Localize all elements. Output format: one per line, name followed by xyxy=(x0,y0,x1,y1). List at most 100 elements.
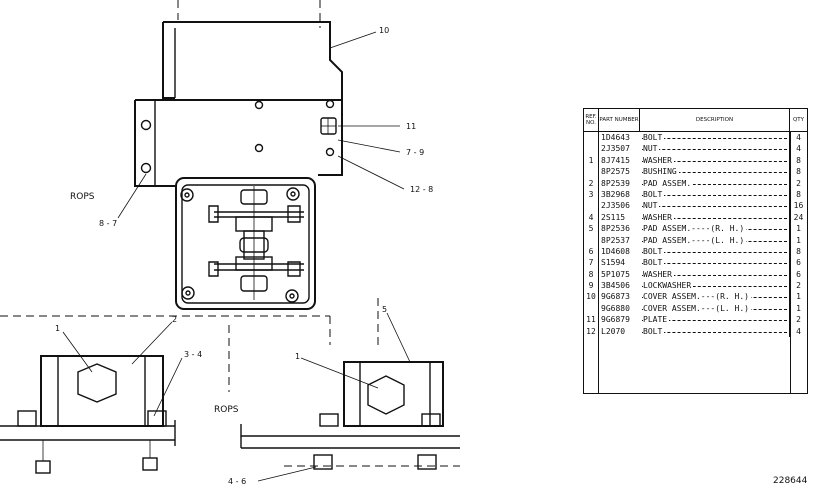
header-qty: QTY xyxy=(792,117,805,123)
cover-assembly xyxy=(134,0,343,187)
ref-cell xyxy=(584,303,598,314)
ref-cell xyxy=(584,132,598,143)
table-row: 8P2537 PAD ASSEM.----(L. H.)1 xyxy=(584,234,807,246)
ref-cell: 10 xyxy=(586,292,596,302)
callout-1-right: 1 xyxy=(295,352,300,361)
description-cell: PLATE xyxy=(642,314,789,325)
description-cell: PAD ASSEM. xyxy=(642,178,789,189)
qty-cell: 1 xyxy=(789,234,807,246)
callout-1-left: 1 xyxy=(55,324,60,333)
description-cell: COVER ASSEM.---(R. H.) xyxy=(642,291,789,302)
callout-3-4: 3 - 4 xyxy=(184,350,202,359)
table-row: 5 8P2536 PAD ASSEM.----(R. H.)1 xyxy=(584,223,807,235)
part-number-cell: 2S115 xyxy=(601,212,626,222)
ref-cell: 12 xyxy=(586,326,596,336)
callout-11: 11 xyxy=(406,122,416,131)
part-number-cell: 8P2537 xyxy=(601,235,630,245)
description-cell: BUSHING xyxy=(642,166,789,177)
callout-8-7: 8 - 7 xyxy=(99,219,117,228)
description-cell: WASHER xyxy=(642,212,789,223)
callout-4-6: 4 - 6 xyxy=(228,477,246,486)
callout-10: 10 xyxy=(379,26,389,35)
description-cell: BOLT xyxy=(642,132,789,143)
header-description: DESCRIPTION xyxy=(640,109,790,131)
qty-cell: 16 xyxy=(789,200,807,212)
qty-cell: 8 xyxy=(789,166,807,178)
drawing-number: 228644 xyxy=(773,476,808,486)
description-cell: PAD ASSEM.----(R. H.) xyxy=(642,223,789,234)
description-cell: NUT xyxy=(642,200,789,211)
description-cell: WASHER xyxy=(642,155,789,166)
part-number-cell: 2J3507 xyxy=(601,144,630,154)
part-number-cell: 9G6879 xyxy=(601,315,630,325)
description-cell: BOLT xyxy=(642,246,789,257)
ref-cell: 3 xyxy=(588,189,594,199)
callout-2: 2 xyxy=(172,315,177,324)
qty-cell: 8 xyxy=(789,245,807,258)
qty-cell: 2 xyxy=(789,177,807,189)
part-number-cell: 9G6880 xyxy=(601,303,630,313)
ref-cell xyxy=(584,235,598,246)
part-number-cell: L2070 xyxy=(601,326,626,336)
ref-cell: 5 xyxy=(588,224,594,234)
qty-cell: 2 xyxy=(789,314,807,326)
part-number-cell: S1594 xyxy=(601,258,626,268)
part-number-cell: 2J3506 xyxy=(601,201,630,211)
description-cell: BOLT xyxy=(642,326,789,337)
parts-list-table: REF. NO. PART NUMBER DESCRIPTION QTY 1D4… xyxy=(583,108,808,394)
header-part-number: PART NUMBER xyxy=(599,109,640,131)
ref-cell: 11 xyxy=(586,315,596,325)
part-number-cell: 3B4506 xyxy=(601,281,630,291)
part-number-cell: 8P2575 xyxy=(601,167,630,177)
qty-cell: 4 xyxy=(789,325,807,338)
part-number-cell: 1D4608 xyxy=(601,246,630,256)
callout-7-9: 7 - 9 xyxy=(406,148,424,157)
ref-cell xyxy=(584,200,598,211)
part-number-cell: 8P2539 xyxy=(601,178,630,188)
part-number-cell: 1D4643 xyxy=(601,133,630,142)
ref-cell: 6 xyxy=(588,246,594,256)
table-header: REF. NO. PART NUMBER DESCRIPTION QTY xyxy=(584,109,807,132)
mount-box xyxy=(175,177,316,310)
ref-cell xyxy=(584,166,598,177)
qty-cell: 24 xyxy=(789,211,807,224)
ref-cell: 7 xyxy=(588,258,594,268)
rops-label-bottom: ROPS xyxy=(214,405,239,415)
ref-cell: 4 xyxy=(588,212,594,222)
description-cell: WASHER xyxy=(642,269,789,280)
description-cell: BOLT xyxy=(642,257,789,268)
ref-cell: 1 xyxy=(588,155,594,165)
header-ref-no: REF. NO. xyxy=(584,109,599,131)
description-cell: LOCKWASHER xyxy=(642,280,789,291)
qty-cell: 1 xyxy=(789,223,807,235)
part-number-cell: 5P1075 xyxy=(601,269,630,279)
ref-cell: 9 xyxy=(588,281,594,291)
qty-cell: 6 xyxy=(789,268,807,281)
callout-5: 5 xyxy=(382,305,387,314)
part-number-cell: 3B2968 xyxy=(601,189,630,199)
qty-cell: 4 xyxy=(789,132,807,144)
part-number-cell: 8J7415 xyxy=(601,155,630,165)
pad-assembly-right xyxy=(240,298,460,470)
description-cell: NUT xyxy=(642,143,789,154)
qty-cell: 6 xyxy=(789,257,807,269)
description-cell: PAD ASSEM.----(L. H.) xyxy=(642,235,789,246)
part-number-cell: 8P2536 xyxy=(601,224,630,234)
